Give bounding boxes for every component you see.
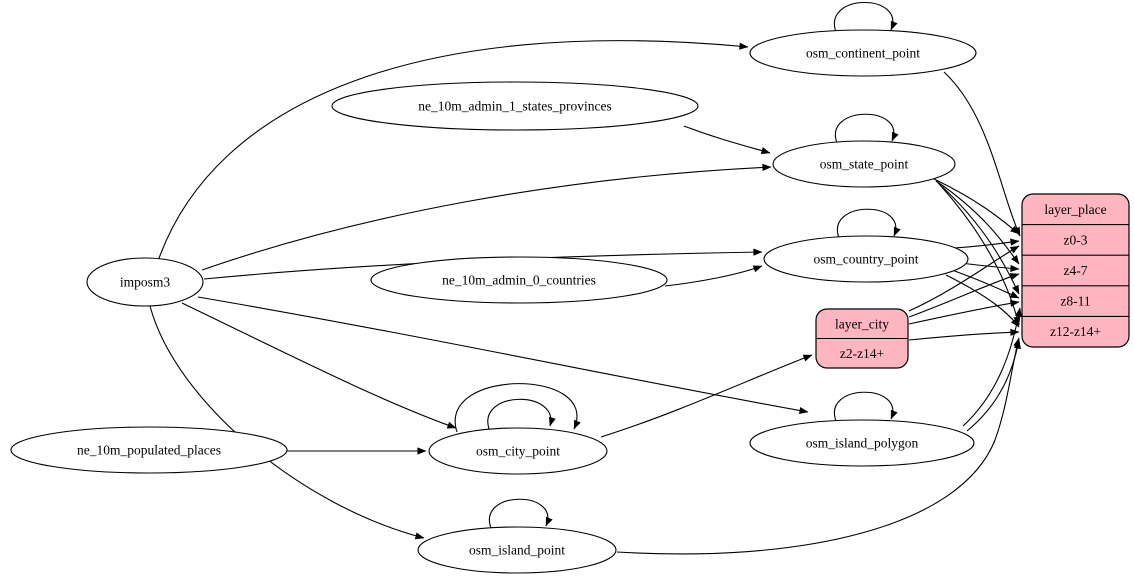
edge-layer bbox=[149, 2, 1022, 555]
edge-osm_island_polygon-to-layer_place:z12-z14+ bbox=[966, 339, 1021, 432]
edge-layer_city-to-layer_place:z8-11 bbox=[908, 299, 1020, 325]
node-osm_state_point: osm_state_point bbox=[772, 140, 956, 188]
record-row-layer_place-4: z12-z14+ bbox=[1050, 324, 1101, 339]
node-osm_country_point: osm_country_point bbox=[763, 235, 969, 283]
edge-imposm3-to-osm_state_point bbox=[201, 163, 772, 271]
edge-osm_city_point-to-layer_city bbox=[600, 354, 813, 438]
node-shape-osm_island_polygon bbox=[749, 419, 975, 467]
edge-osm_country_point-to-layer_place:z0-3 bbox=[953, 238, 1020, 249]
edge-osm_country_point-to-layer_place:z12-z14+ bbox=[945, 274, 1020, 328]
record-row-layer_place-0: layer_place bbox=[1044, 202, 1106, 217]
node-osm_island_point: osm_island_point bbox=[417, 526, 617, 574]
edge-osm_city_point-to-osm_city_point bbox=[487, 398, 556, 430]
node-shape-ne_10m_admin_1_states_provinces bbox=[331, 81, 699, 131]
node-osm_city_point: osm_city_point bbox=[428, 427, 608, 475]
node-shape-osm_island_point bbox=[417, 526, 617, 574]
node-shape-ne_10m_populated_places bbox=[10, 426, 288, 474]
edge-imposm3-to-osm_island_point bbox=[149, 305, 425, 540]
edge-ne_10m_admin_1_states_provinces-to-osm_state_point bbox=[683, 125, 771, 155]
record-layer_place: layer_place z0-3 z4-7 z8-11 z12-z14+ bbox=[1021, 193, 1130, 348]
node-ne_10m_populated_places: ne_10m_populated_places bbox=[10, 426, 288, 474]
edge-osm_country_point-to-layer_place:z4-7 bbox=[959, 262, 1020, 273]
edge-osm_continent_point-to-layer_place:z0-3 bbox=[943, 71, 1021, 237]
node-label-imposm3: imposm3 bbox=[120, 275, 171, 290]
edge-osm_state_point-to-layer_place:z4-7 bbox=[935, 180, 1020, 265]
edge-osm_state_point-to-osm_state_point bbox=[834, 113, 899, 144]
node-shape-osm_state_point bbox=[772, 140, 956, 188]
edge-osm_state_point-to-layer_place:z8-11 bbox=[937, 182, 1020, 295]
node-label-osm_island_polygon: osm_island_polygon bbox=[806, 436, 919, 451]
node-shape-osm_continent_point bbox=[749, 29, 977, 77]
edge-osm_island_polygon-to-osm_island_polygon bbox=[833, 391, 898, 422]
node-label-ne_10m_admin_0_countries: ne_10m_admin_0_countries bbox=[442, 273, 596, 288]
edge-osm_state_point-to-layer_place:z0-3 bbox=[933, 178, 1020, 235]
node-osm_island_polygon: osm_island_polygon bbox=[749, 419, 975, 467]
record-shape-layer_place bbox=[1021, 193, 1130, 348]
edge-osm_island_polygon-to-layer_place:z8-11 bbox=[962, 307, 1022, 427]
edge-osm_city_point-to-osm_city_point bbox=[454, 383, 581, 433]
node-shape-osm_country_point bbox=[763, 235, 969, 283]
node-ne_10m_admin_0_countries: ne_10m_admin_0_countries bbox=[370, 256, 668, 304]
record-row-layer_place-3: z8-11 bbox=[1060, 294, 1090, 309]
node-ne_10m_admin_1_states_provinces: ne_10m_admin_1_states_provinces bbox=[331, 81, 699, 131]
node-shape-osm_city_point bbox=[428, 427, 608, 475]
node-imposm3: imposm3 bbox=[86, 257, 204, 307]
edge-osm_island_point-to-layer_place:z12-z14+ bbox=[616, 337, 1021, 555]
edge-osm_island_point-to-osm_island_point bbox=[488, 498, 553, 529]
edge-layer_city-to-layer_place:z4-7 bbox=[908, 273, 1020, 318]
edge-osm_country_point-to-layer_place:z8-11 bbox=[951, 269, 1020, 299]
node-shape-imposm3 bbox=[86, 257, 204, 307]
node-shape-ne_10m_admin_0_countries bbox=[370, 256, 668, 304]
edge-layer_city-to-layer_place:z12-z14+ bbox=[908, 328, 1020, 341]
record-row-layer_city-1: z2-z14+ bbox=[840, 346, 884, 361]
node-label-ne_10m_admin_1_states_provinces: ne_10m_admin_1_states_provinces bbox=[418, 99, 611, 114]
edge-osm_continent_point-to-osm_continent_point bbox=[833, 2, 898, 33]
edge-osm_country_point-to-osm_country_point bbox=[836, 208, 901, 239]
node-label-osm_country_point: osm_country_point bbox=[814, 252, 919, 267]
node-osm_continent_point: osm_continent_point bbox=[749, 29, 977, 77]
edge-imposm3-to-osm_city_point bbox=[181, 302, 457, 429]
record-row-layer_city-0: layer_city bbox=[835, 316, 889, 331]
record-row-layer_place-1: z0-3 bbox=[1064, 232, 1088, 247]
edge-imposm3-to-osm_continent_point bbox=[157, 40, 749, 262]
node-label-osm_island_point: osm_island_point bbox=[469, 543, 565, 558]
node-label-osm_continent_point: osm_continent_point bbox=[806, 46, 920, 61]
record-row-layer_place-2: z4-7 bbox=[1064, 263, 1088, 278]
node-label-osm_state_point: osm_state_point bbox=[820, 157, 909, 172]
edge-imposm3-to-osm_island_polygon bbox=[197, 296, 809, 415]
node-label-osm_city_point: osm_city_point bbox=[476, 444, 560, 459]
node-label-ne_10m_populated_places: ne_10m_populated_places bbox=[77, 443, 221, 458]
edge-layer_city-to-layer_place:z0-3 bbox=[908, 245, 1020, 312]
record-layer_city: layer_city z2-z14+ bbox=[815, 308, 909, 369]
edge-ne_10m_admin_0_countries-to-osm_country_point bbox=[664, 265, 763, 287]
